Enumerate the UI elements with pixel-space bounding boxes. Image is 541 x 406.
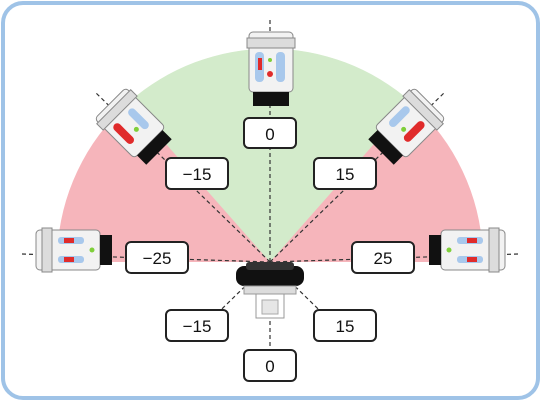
label-25-text: 25 — [374, 249, 393, 268]
robot-left — [35, 227, 112, 273]
label-bottom-15-text: 15 — [336, 317, 355, 336]
label-bottom-15: 15 — [313, 309, 377, 342]
label-neg25-text: −25 — [143, 249, 172, 268]
label-bottom-neg15-text: −15 — [183, 317, 212, 336]
robot-upper-left — [95, 88, 172, 165]
label-top-0-text: 0 — [265, 125, 274, 144]
label-top-15: 15 — [313, 157, 377, 190]
label-top-15-text: 15 — [336, 165, 355, 184]
robot-right — [429, 227, 506, 273]
label-25: 25 — [351, 241, 415, 274]
label-bottom-neg15: −15 — [165, 309, 229, 342]
label-top-neg15-text: −15 — [183, 165, 212, 184]
label-bottom-0-text: 0 — [265, 357, 274, 376]
label-top-0: 0 — [243, 117, 297, 149]
robot-top-0 — [246, 31, 296, 106]
label-neg25: −25 — [125, 241, 189, 274]
center-sensor — [236, 262, 304, 319]
robot-upper-right — [368, 88, 445, 165]
label-top-neg15: −15 — [165, 157, 229, 190]
label-bottom-0: 0 — [243, 349, 297, 382]
